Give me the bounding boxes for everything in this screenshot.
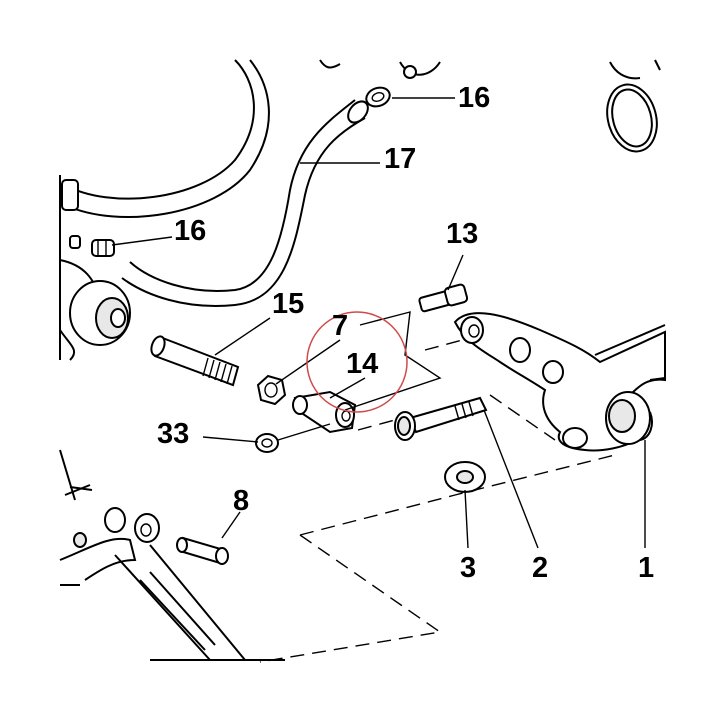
callout-8: 8 <box>233 485 249 517</box>
callout-labels: 16 17 16 13 15 7 14 33 8 3 2 1 <box>157 82 654 584</box>
callout-13: 13 <box>446 218 478 250</box>
callout-2: 2 <box>532 552 548 584</box>
callout-16-lower: 16 <box>174 215 206 247</box>
hose-clamp-upper <box>365 86 391 108</box>
callout-17: 17 <box>384 143 416 175</box>
bolt-13 <box>418 283 469 313</box>
clip-33 <box>255 423 331 453</box>
callout-16-upper: 16 <box>458 82 490 114</box>
lower-linkage <box>59 449 285 661</box>
dashed-assembly-lines <box>259 337 616 663</box>
o-ring <box>606 83 658 153</box>
highlight-circle <box>306 311 408 413</box>
callout-7: 7 <box>332 310 348 342</box>
hose-clamp-lower <box>91 239 115 257</box>
callout-14: 14 <box>346 348 378 380</box>
hose-assembly <box>64 59 369 307</box>
stud-15 <box>150 335 240 387</box>
top-fragments <box>319 59 661 80</box>
leader-lines <box>111 97 646 549</box>
bushing-8 <box>176 536 229 565</box>
callout-3: 3 <box>460 552 476 584</box>
bolt-2 <box>394 396 488 441</box>
callout-15: 15 <box>272 288 304 320</box>
washer-3 <box>444 461 486 493</box>
lever-bracket <box>453 312 666 452</box>
callout-1: 1 <box>638 552 654 584</box>
engine-housing-left <box>59 175 131 361</box>
arm-right <box>594 324 666 381</box>
callout-33: 33 <box>157 418 189 450</box>
